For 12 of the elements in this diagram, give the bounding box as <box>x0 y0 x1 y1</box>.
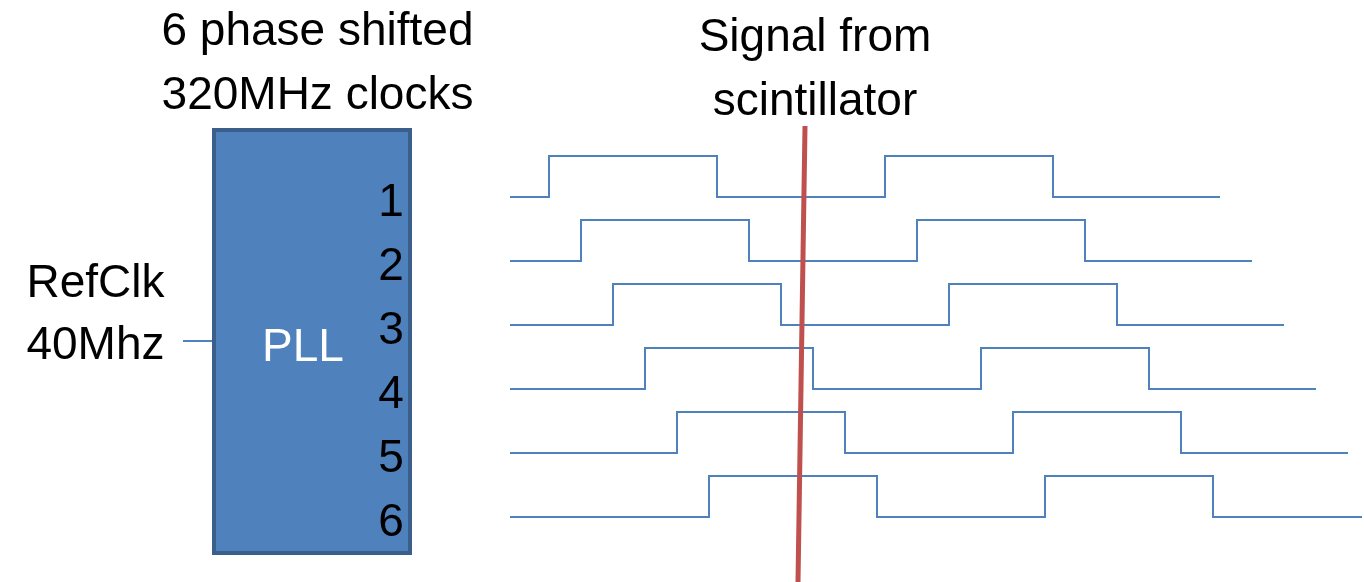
signal-caption: Signal from scintillator <box>697 8 933 127</box>
output-number: 2 <box>377 237 405 292</box>
input-label: RefClk 40Mhz <box>25 254 166 371</box>
output-number: 1 <box>377 173 405 228</box>
output-number: 6 <box>377 493 405 548</box>
output-number: 3 <box>377 301 405 356</box>
block-label: PLL <box>262 320 344 370</box>
output-number: 5 <box>377 429 405 484</box>
signal-line <box>182 340 213 342</box>
pll-block <box>212 128 412 555</box>
block-heading: 6 phase shifted 320MHz clocks <box>160 2 475 121</box>
output-number: 4 <box>377 365 405 420</box>
